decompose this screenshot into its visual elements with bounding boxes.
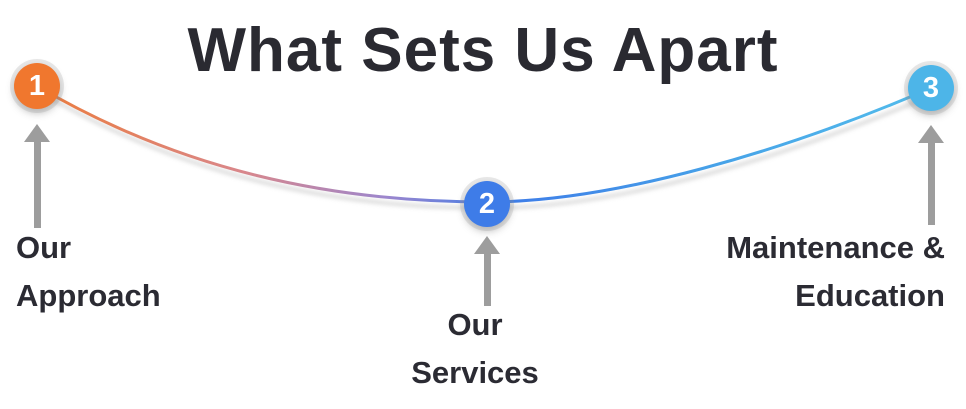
- label-line: Approach: [16, 278, 161, 314]
- milestone-1-arrow: [24, 124, 50, 228]
- label-line: Our: [447, 307, 503, 342]
- label-line: Services: [411, 355, 539, 391]
- milestone-3-label: Maintenance & Education: [726, 224, 945, 320]
- arrow-up-icon: [918, 125, 944, 143]
- page-title: What Sets Us Apart: [187, 16, 779, 85]
- milestone-1-marker: 1: [14, 63, 60, 109]
- milestone-2-number: 2: [478, 187, 496, 220]
- milestone-2-marker: 2: [464, 181, 510, 227]
- arrow-stem: [927, 143, 935, 225]
- milestone-3-marker: 3: [908, 65, 954, 111]
- milestone-3-arrow: [918, 125, 944, 225]
- milestone-3-number: 3: [922, 71, 940, 104]
- milestone-1-number: 1: [28, 69, 46, 102]
- label-line: Maintenance &: [726, 230, 945, 265]
- milestone-2-arrow: [474, 236, 500, 306]
- arrow-stem: [33, 142, 41, 228]
- arrow-up-icon: [24, 124, 50, 142]
- milestone-2-label: Our Services: [340, 301, 610, 397]
- arrow-stem: [483, 254, 491, 306]
- milestone-1-label: Our Approach: [16, 224, 161, 320]
- label-line: Education: [795, 278, 945, 314]
- arrow-up-icon: [474, 236, 500, 254]
- label-line: Our: [16, 230, 72, 265]
